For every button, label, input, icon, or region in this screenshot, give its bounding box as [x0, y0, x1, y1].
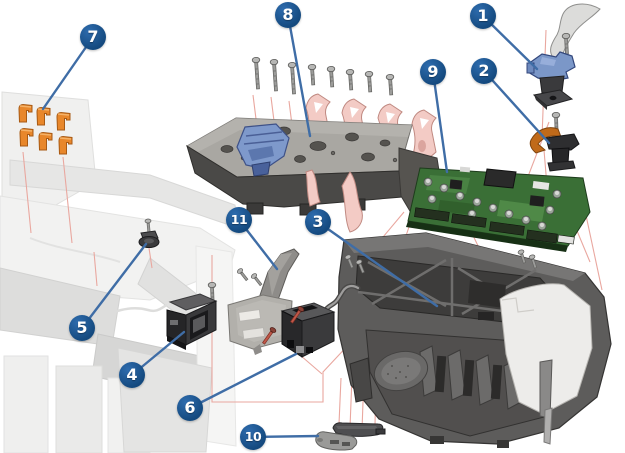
callout-4-left-module: 4 — [119, 362, 145, 388]
callout-2-sensor-assembly: 2 — [471, 58, 497, 84]
leader-line-2 — [482, 69, 551, 145]
part-encoder-cap — [138, 218, 160, 248]
part-carriage-body — [337, 232, 612, 448]
part-sensor-assembly — [529, 111, 580, 172]
shield-stipple — [387, 365, 409, 379]
callout-1-cable-clamp: 1 — [470, 3, 496, 29]
part-cable-clamp — [526, 3, 601, 110]
leader-line-8 — [286, 13, 312, 138]
leader-line-9 — [431, 70, 449, 174]
callout-9-carriage-pca-board: 9 — [420, 59, 446, 85]
callout-6-center-module: 6 — [177, 395, 203, 421]
callout-5-encoder-cap: 5 — [69, 315, 95, 341]
leader-lines — [41, 13, 551, 439]
part-left-module — [166, 293, 218, 350]
callout-8-carriage-cover: 8 — [275, 2, 301, 28]
cover-screws — [251, 56, 396, 96]
part-center-module — [260, 302, 336, 358]
part-trim-strips — [315, 422, 386, 451]
cover-latch — [236, 123, 290, 177]
pcb-capacitors — [423, 177, 562, 231]
leader-line-6 — [188, 352, 298, 410]
callout-10-trim-strips: 10 — [240, 424, 266, 450]
callout-7-tube-clips: 7 — [80, 24, 106, 50]
body-fins — [419, 345, 545, 410]
leader-line-5 — [80, 242, 148, 330]
pcb-connectors — [414, 207, 575, 245]
printer-chassis-background — [0, 91, 239, 453]
callout-3-carriage-body: 3 — [305, 209, 331, 235]
callout-11-support-bracket: 11 — [226, 207, 252, 233]
leader-line-3 — [316, 220, 439, 308]
leader-line-7 — [41, 35, 95, 111]
part-carriage-pca — [406, 166, 591, 252]
